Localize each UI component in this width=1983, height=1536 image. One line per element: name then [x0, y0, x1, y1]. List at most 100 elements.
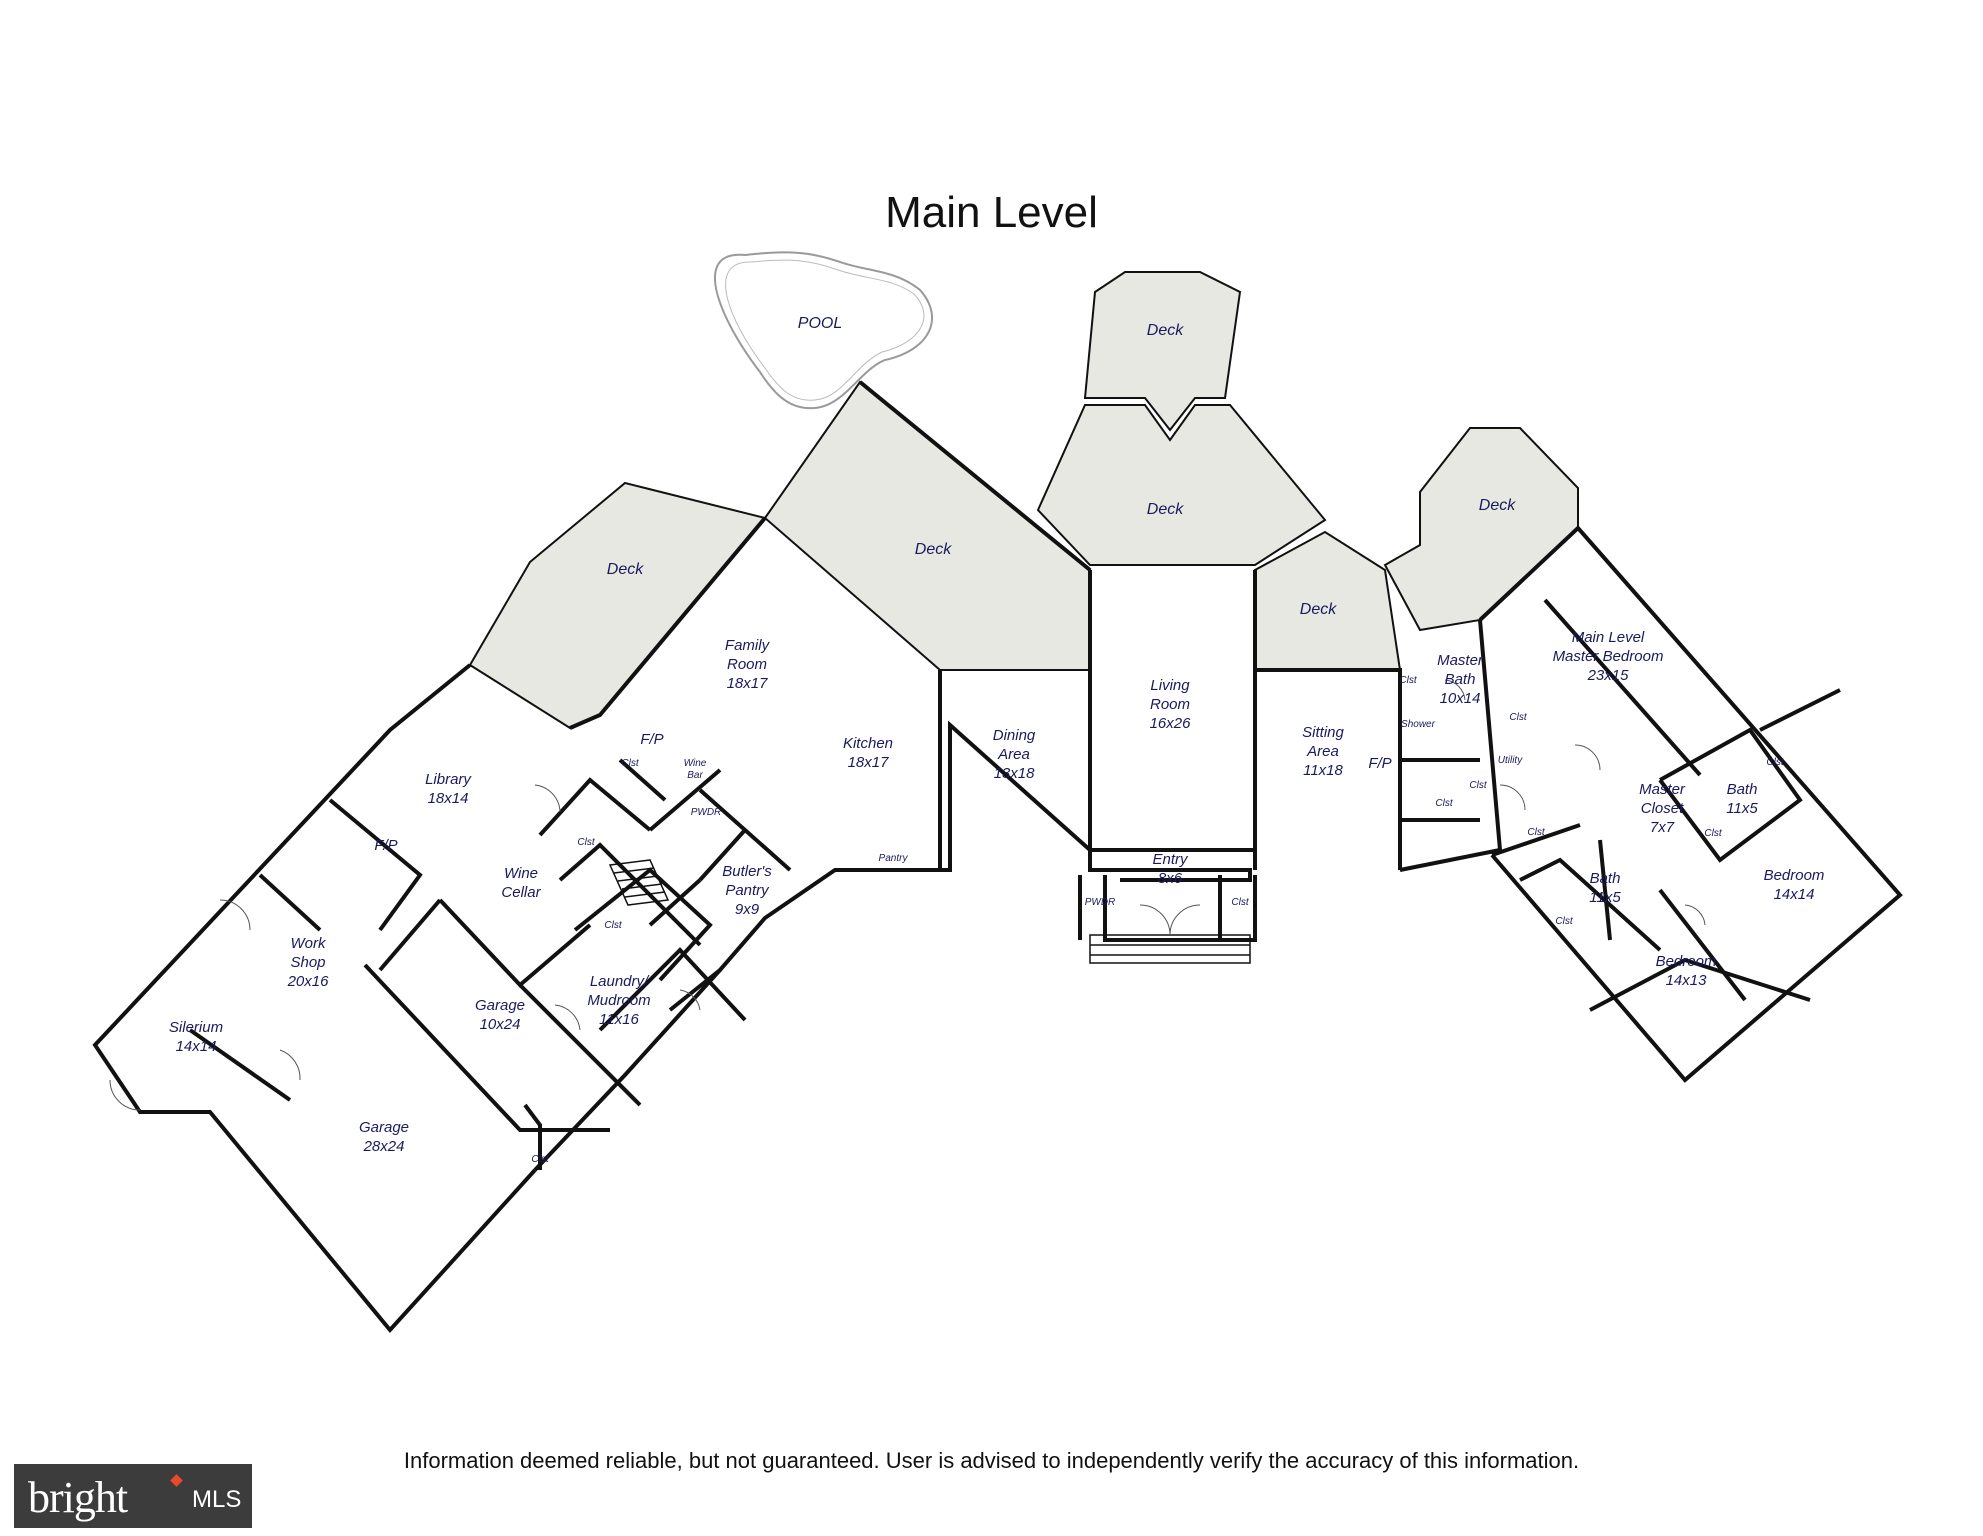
room-label-line: Bedroom — [1764, 867, 1825, 884]
room-label-line: 14x14 — [176, 1038, 217, 1055]
closet-label: Clst — [1527, 827, 1545, 838]
room-label-line: 11x18 — [1303, 762, 1343, 779]
room-bath-b: Bath 11x5 — [1589, 870, 1621, 906]
room-label-line: Living — [1150, 677, 1190, 694]
room-label-line: Bath — [1445, 671, 1476, 688]
pwdr-label-b: PWDR — [1085, 897, 1116, 908]
room-label-line: 18x14 — [428, 790, 469, 807]
room-label-line: Closet — [1641, 800, 1684, 817]
closet-label: Clst — [1509, 712, 1527, 723]
room-label-line: Family — [725, 637, 771, 654]
page-title: Main Level — [885, 188, 1098, 237]
room-label-line: 9x9 — [735, 901, 760, 918]
room-label-line: 28x24 — [363, 1138, 405, 1155]
room-label-line: 18x17 — [727, 675, 769, 692]
fp-label-a: F/P — [640, 731, 663, 748]
pool-outline-inner — [725, 259, 925, 401]
room-label-line: Bath — [1590, 870, 1621, 887]
room-label-line: 7x7 — [1650, 819, 1675, 836]
room-label-line: 23x15 — [1587, 667, 1630, 684]
room-label-line: Garage — [475, 997, 525, 1014]
pwdr-label-a: PWDR — [691, 807, 722, 818]
closet-label: Clst — [1435, 798, 1453, 809]
room-label-line: Bar — [687, 770, 703, 781]
room-label-line: Room — [1150, 696, 1190, 713]
logo-suffix: MLS — [192, 1486, 242, 1513]
room-bath-a: Bath 11x5 — [1726, 781, 1758, 817]
room-label-line: 10x14 — [1440, 690, 1481, 707]
room-label-line: 16x26 — [1150, 715, 1192, 732]
deck-top-shape — [1083, 271, 1242, 432]
room-label-line: 20x16 — [287, 973, 330, 990]
closet-label: Clst — [604, 920, 622, 931]
room-label-line: Shop — [290, 954, 325, 971]
shower-label: Shower — [1401, 719, 1436, 730]
room-label-line: Wine — [684, 758, 707, 769]
room-label-line: Area — [1306, 743, 1339, 760]
room-label-line: Room — [727, 656, 767, 673]
pool-outline — [714, 251, 933, 410]
room-label-line: 14x13 — [1666, 972, 1708, 989]
closet-label: Clst — [1704, 828, 1722, 839]
room-label-line: Entry — [1152, 851, 1189, 868]
utility-label: Utility — [1498, 755, 1523, 766]
closet-label: Clst — [531, 1154, 549, 1165]
room-garage-small: Garage 10x24 — [475, 997, 525, 1033]
disclaimer-text: Information deemed reliable, but not gua… — [403, 1448, 1580, 1473]
room-label-line: Cellar — [501, 884, 541, 901]
room-label-line: 8x6 — [1158, 870, 1183, 887]
room-label-line: 18x17 — [848, 754, 890, 771]
closet-label: Clst — [1399, 675, 1417, 686]
fp-label-b: F/P — [374, 837, 397, 854]
room-label-line: 10x24 — [480, 1016, 521, 1033]
deck-top-label: Deck — [1147, 322, 1184, 339]
room-label-line: 13x18 — [994, 765, 1036, 782]
room-label-line: 11x16 — [599, 1011, 639, 1028]
room-label-line: 11x5 — [1589, 889, 1621, 906]
fp-label-c: F/P — [1368, 755, 1391, 772]
room-label-line: Wine — [504, 865, 538, 882]
room-label-line: Master Bedroom — [1553, 648, 1664, 665]
room-label-line: Area — [997, 746, 1030, 763]
pool-label: POOL — [798, 315, 842, 332]
room-label-line: Master — [1639, 781, 1686, 798]
closet-label: Clst — [1766, 757, 1784, 768]
pantry-label: Pantry — [879, 853, 909, 864]
room-label-line: Master — [1437, 652, 1484, 669]
room-label-line: Bath — [1727, 781, 1758, 798]
bright-mls-logo: bright MLS — [14, 1464, 252, 1528]
closet-label: Clst — [1231, 897, 1249, 908]
room-label-line: Butler's — [722, 863, 772, 880]
door-swings — [109, 679, 1706, 1111]
room-label-line: Kitchen — [843, 735, 893, 752]
room-label-line: Sitting — [1302, 724, 1344, 741]
logo-brand: bright — [28, 1473, 128, 1522]
room-label-line: Laundry/ — [590, 973, 650, 990]
closet-label: Clst — [577, 837, 595, 848]
house-walls — [92, 380, 1903, 1334]
deck-right-shape — [1383, 427, 1579, 632]
room-label-line: Dining — [993, 727, 1036, 744]
room-bedroom-a: Bedroom 14x14 — [1764, 867, 1825, 903]
room-label-line: 11x5 — [1726, 800, 1758, 817]
room-label-line: 14x14 — [1774, 886, 1815, 903]
room-label-line: Bedroom — [1656, 953, 1717, 970]
deck-family-shape — [763, 380, 1091, 671]
room-kitchen: Kitchen 18x17 — [843, 735, 893, 771]
deck-family-label: Deck — [915, 541, 952, 558]
logo-dot-icon — [170, 1474, 183, 1487]
